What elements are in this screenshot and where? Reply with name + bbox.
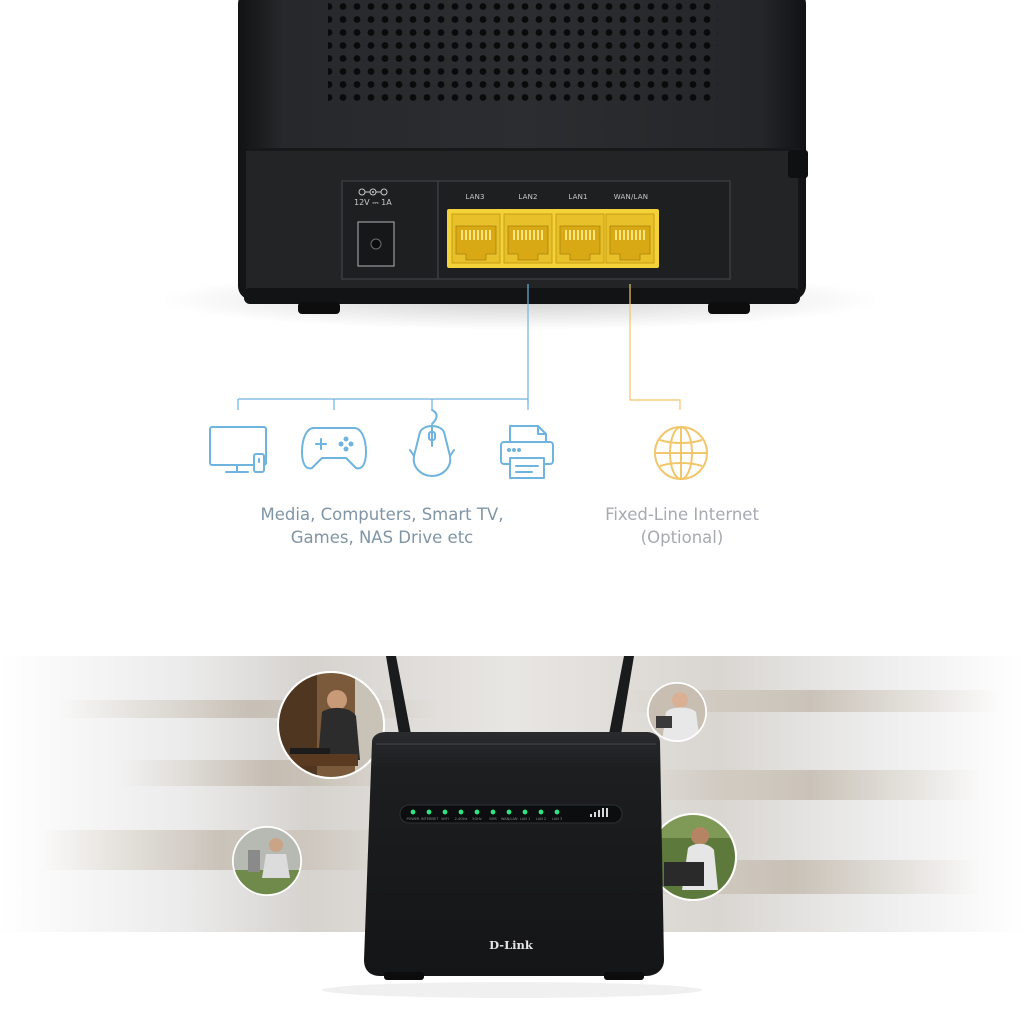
router-foot	[384, 972, 424, 980]
dc-jack-pin	[370, 238, 382, 250]
floor-reflection	[322, 982, 702, 998]
led-label: LAN 1	[519, 817, 531, 821]
gamepad-icon	[301, 427, 367, 470]
mouse-icon	[409, 409, 455, 477]
brand-logo-text: D-Link	[489, 938, 533, 952]
printer-icon	[500, 425, 554, 479]
motion-streak	[640, 770, 980, 800]
led-label: WIFI	[441, 817, 449, 821]
router-front-body	[364, 732, 664, 976]
port-lan1	[555, 213, 605, 264]
led-label: 5GHz	[472, 817, 482, 821]
lifestyle-photo-woman-laptop	[649, 813, 737, 901]
port-lan2	[503, 213, 553, 264]
internet-caption-line2: (Optional)	[640, 528, 724, 547]
signal-strength-icon	[590, 808, 608, 817]
status-led	[554, 809, 560, 815]
status-led	[522, 809, 528, 815]
status-led	[506, 809, 512, 815]
led-label: WAN/LAN	[501, 817, 518, 821]
status-led	[442, 809, 448, 815]
ethernet-ports	[451, 213, 655, 264]
motion-streak	[120, 760, 420, 786]
status-leds	[410, 809, 560, 815]
internet-caption-line1: Fixed-Line Internet	[605, 505, 759, 524]
port-label-lan2: LAN2	[518, 193, 538, 201]
status-led	[490, 809, 496, 815]
port-label-lan3: LAN3	[465, 193, 485, 201]
led-label: LAN 2	[535, 817, 547, 821]
devices-caption-line2: Games, NAS Drive etc	[290, 528, 474, 547]
vent-grille	[328, 0, 718, 104]
smart-tv-icon	[209, 426, 267, 473]
motion-streak	[40, 830, 400, 870]
led-label: POWER	[406, 817, 420, 821]
rubber-foot	[298, 302, 340, 314]
port-label-lan1: LAN1	[568, 193, 588, 201]
rear-panel-illustration	[160, 0, 880, 480]
devices-caption-line1: Media, Computers, Smart TV,	[260, 505, 504, 524]
front-router-illustration	[0, 656, 1024, 998]
router-foot	[604, 972, 644, 980]
status-led	[410, 809, 416, 815]
led-label: INTERNET	[421, 817, 439, 821]
lifestyle-photo-woman-garden	[232, 826, 302, 896]
status-led	[458, 809, 464, 815]
wan-connection-line	[629, 284, 681, 410]
led-label: LAN 3	[551, 817, 563, 821]
devices-caption: Media, Computers, Smart TV, Games, NAS D…	[232, 503, 532, 549]
port-lan3	[451, 213, 501, 264]
motion-streak	[620, 690, 1000, 712]
lifestyle-photo-child-tablet	[647, 682, 707, 742]
port-label-wan: WAN/LAN	[613, 193, 649, 201]
led-label: 2.4GHz	[454, 817, 468, 821]
bottom-edge	[244, 288, 800, 304]
led-label: SMS	[489, 817, 497, 821]
rear-panel-scene: 12V ⎓ 1A LAN3 LAN2 LAN1 WAN/LAN Media, C…	[160, 0, 880, 549]
status-led	[538, 809, 544, 815]
rubber-foot	[708, 302, 750, 314]
led-strip	[399, 804, 623, 824]
power-rating-label: 12V ⎓ 1A	[354, 198, 392, 207]
internet-caption: Fixed-Line Internet (Optional)	[572, 503, 792, 549]
status-led	[474, 809, 480, 815]
status-led	[426, 809, 432, 815]
port-wan	[605, 213, 655, 264]
globe-icon	[654, 426, 708, 480]
side-button	[788, 150, 808, 178]
panel-seam	[250, 148, 798, 151]
dc-polarity-icon	[358, 188, 388, 196]
